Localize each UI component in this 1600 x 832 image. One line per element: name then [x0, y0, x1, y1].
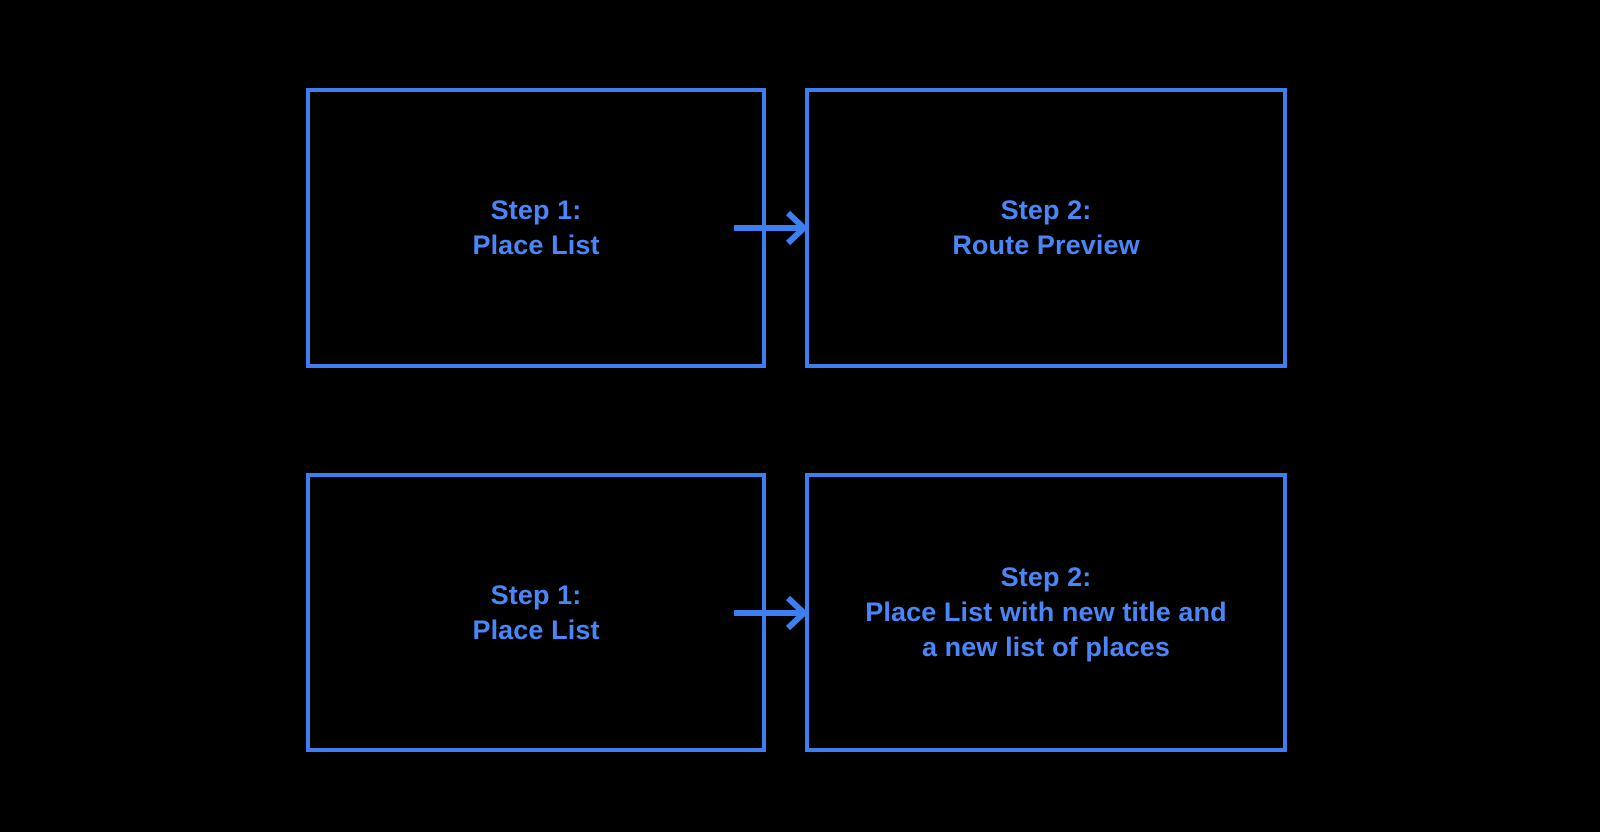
- step-box-step2-place-list-updated[interactable]: Step 2: Place List with new title and a …: [805, 473, 1287, 752]
- flow-row-route-preview: Step 1: Place List Step 2: Route Preview: [0, 88, 1600, 368]
- step-box-label: Step 1: Place List: [472, 195, 600, 260]
- step-box-label: Step 2: Place List with new title and a …: [865, 562, 1227, 662]
- step-box-step1-place-list-top[interactable]: Step 1: Place List: [306, 88, 766, 368]
- step-box-step1-place-list-bottom[interactable]: Step 1: Place List: [306, 473, 766, 752]
- step-box-label: Step 1: Place List: [472, 579, 600, 645]
- flow-row-place-list-update: Step 1: Place List Step 2: Place List wi…: [0, 473, 1600, 752]
- step-box-label: Step 2: Route Preview: [952, 195, 1140, 260]
- step-box-step2-route-preview[interactable]: Step 2: Route Preview: [805, 88, 1287, 368]
